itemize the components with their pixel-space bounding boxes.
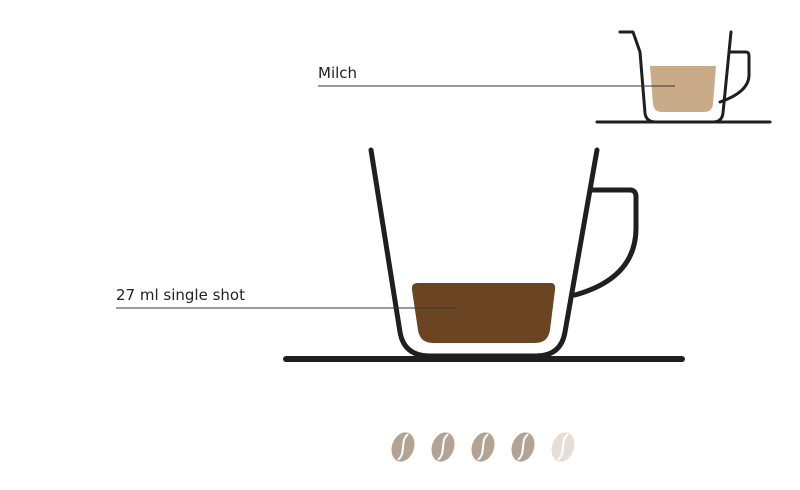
espresso-cup-icon: [283, 147, 685, 362]
coffee-bean-icon: [511, 432, 535, 462]
intensity-beans: [391, 432, 575, 462]
coffee-bean-icon: [391, 432, 415, 462]
milk-fill: [650, 66, 716, 112]
coffee-bean-icon: [551, 432, 575, 462]
coffee-bean-icon: [471, 432, 495, 462]
milk-label: Milch: [318, 64, 358, 82]
milk-jug-handle: [718, 50, 751, 104]
milk-jug-icon: [595, 30, 772, 124]
cup-handle: [572, 187, 639, 298]
shot-label: 27 ml single shot: [116, 286, 245, 304]
coffee-fill: [411, 283, 556, 343]
coffee-bean-icon: [431, 432, 455, 462]
